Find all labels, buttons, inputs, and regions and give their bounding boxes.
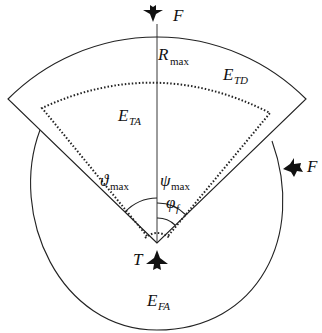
subscript-label: max — [170, 56, 189, 67]
symbol-label: φ — [166, 194, 175, 211]
symbol-label: F — [307, 158, 317, 175]
inner-sector — [42, 83, 270, 236]
subscript-label: max — [110, 181, 129, 192]
angle-arc — [125, 198, 157, 212]
subscript-label: f — [176, 203, 179, 214]
symbol-label: ϑ — [100, 172, 108, 189]
axis-line — [157, 24, 158, 243]
symbol-label: R — [158, 46, 168, 63]
symbol-label: T — [133, 251, 142, 268]
subscript-label: TD — [234, 75, 248, 86]
symbol-label: ψ — [160, 172, 171, 189]
subscript-label: FA — [158, 301, 170, 312]
inner-arc — [145, 233, 170, 238]
symbol-label: E — [118, 107, 128, 124]
aircraft-icon — [283, 158, 303, 177]
subscript-label: max — [171, 181, 190, 192]
angle-arc — [157, 218, 175, 225]
aircraft-icon — [143, 5, 163, 22]
symbol-label: E — [223, 66, 233, 83]
aircraft-icon — [146, 250, 168, 270]
symbol-label: F — [173, 7, 183, 24]
symbol-label: E — [147, 292, 157, 309]
subscript-label: TA — [129, 116, 141, 127]
